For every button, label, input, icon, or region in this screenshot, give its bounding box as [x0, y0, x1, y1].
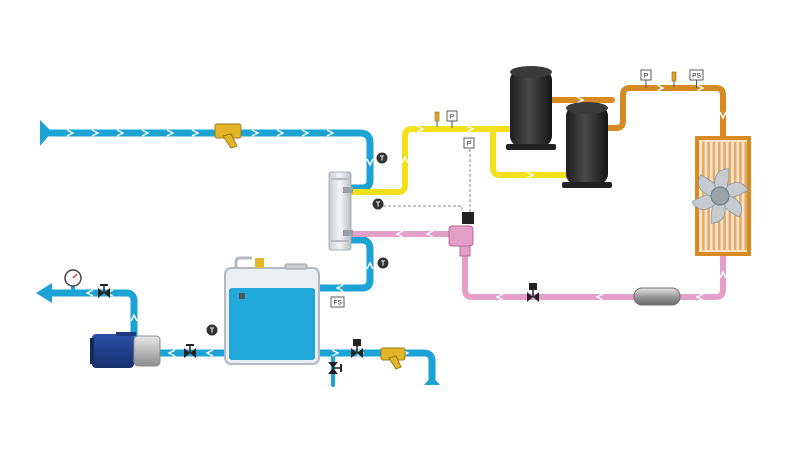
flow-chevron — [719, 111, 727, 120]
flow-chevron — [116, 129, 125, 137]
chilled-water-return-pipe — [46, 129, 374, 192]
flow-chevron — [331, 349, 340, 357]
flow-chevron — [416, 125, 425, 133]
temperature-sensor: T — [206, 324, 218, 336]
suction-branch-line — [490, 126, 571, 178]
valve-icon — [98, 284, 110, 298]
liquid-line-receiver — [462, 253, 637, 300]
svg-text:PS: PS — [692, 73, 701, 80]
fan-icon — [691, 168, 749, 224]
tank-drain-pipe — [315, 349, 436, 384]
flow-chevron — [526, 171, 535, 179]
water-tank — [224, 256, 320, 365]
flow-chevron — [191, 129, 200, 137]
svg-text:T: T — [380, 156, 385, 163]
svg-text:T: T — [376, 202, 381, 209]
flow-chevron — [495, 293, 504, 301]
coil-fin — [744, 142, 747, 250]
suction-line — [349, 126, 515, 195]
flow-chevron — [205, 349, 214, 357]
flow-switch: FS — [330, 296, 345, 308]
flow-chevron — [425, 230, 434, 238]
flow-chevron — [595, 293, 604, 301]
process-supply-pipe — [44, 289, 138, 340]
flow-chevron — [656, 84, 665, 92]
flow-chevron — [696, 84, 705, 92]
plate-heat-exchanger — [328, 171, 353, 251]
flow-chevron — [335, 284, 344, 292]
flow-chevron — [719, 270, 727, 279]
discharge-line-2 — [605, 85, 726, 143]
valve-icon — [184, 344, 196, 358]
pressure-sensor: P — [446, 110, 458, 128]
probe-icon — [671, 71, 677, 87]
instrument-tags: T T T T P P P PS FS — [206, 69, 704, 336]
valve-icon — [351, 339, 363, 358]
flow-chevron — [276, 129, 285, 137]
valve-icon — [527, 283, 539, 302]
pump-motor-icon — [90, 332, 161, 368]
y-strainer-icon — [214, 123, 242, 149]
svg-text:FS: FS — [333, 300, 342, 307]
svg-text:P: P — [450, 114, 454, 121]
flow-chevron — [395, 230, 404, 238]
flow-chevron — [366, 158, 374, 167]
flow-chevron — [695, 293, 704, 301]
y-strainer-icon — [380, 347, 406, 370]
piping — [44, 85, 726, 387]
process-inlet — [40, 120, 52, 146]
pressure-sensor: P — [463, 137, 475, 149]
flow-chevron — [167, 349, 176, 357]
flow-chevron — [301, 129, 310, 137]
flow-chevron — [576, 96, 585, 104]
flow-chevron — [466, 125, 475, 133]
flow-chevron — [130, 313, 138, 322]
drain-funnel — [424, 376, 440, 385]
liquid-line-condenser — [677, 251, 726, 300]
pressure-switch: PS — [689, 69, 704, 88]
flow-chevron — [366, 261, 374, 270]
process-outlet-arrow — [36, 283, 52, 303]
flow-chevron — [166, 129, 175, 137]
flow-chevron — [251, 129, 260, 137]
flow-chevron — [85, 289, 94, 297]
flow-chevron — [66, 129, 75, 137]
valves — [98, 283, 539, 374]
pressure-gauge-icon — [64, 269, 82, 292]
expansion-valve — [448, 212, 474, 257]
chilled-water-supply-pipe — [315, 236, 374, 292]
temperature-sensor: T — [376, 152, 388, 164]
svg-text:T: T — [381, 261, 386, 268]
temperature-sensor: T — [372, 198, 384, 210]
flow-chevron — [141, 129, 150, 137]
compressor-2 — [562, 102, 612, 188]
valve-icon — [328, 362, 342, 374]
compressor-1 — [506, 66, 556, 150]
flow-chevron — [326, 129, 335, 137]
flow-arrows — [66, 84, 727, 357]
flow-chevron — [401, 155, 409, 164]
temperature-sensor: T — [377, 257, 389, 269]
svg-text:T: T — [210, 328, 215, 335]
flow-chevron — [91, 129, 100, 137]
sensing-line — [383, 205, 463, 212]
svg-text:P: P — [644, 73, 648, 80]
probe-icon — [434, 111, 440, 127]
svg-text:P: P — [467, 141, 471, 148]
coil-fin — [739, 142, 742, 250]
liquid-receiver — [633, 287, 681, 306]
pressure-sensor: P — [640, 69, 652, 88]
